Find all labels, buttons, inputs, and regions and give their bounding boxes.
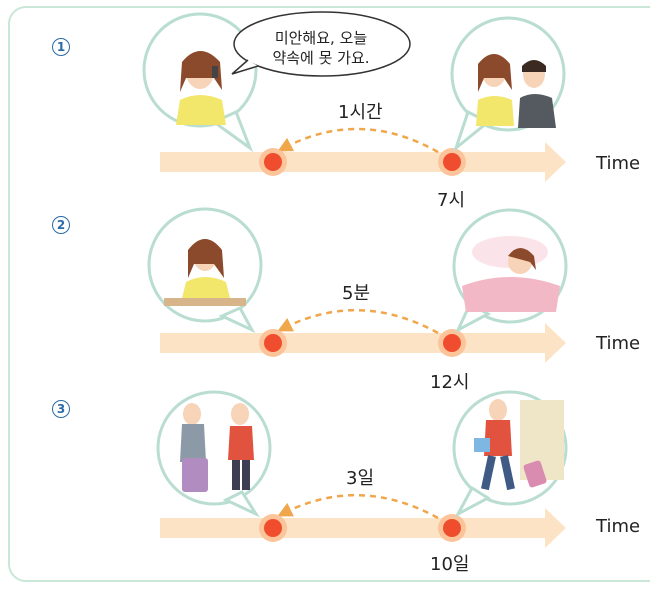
gap-label: 5분: [342, 283, 371, 304]
time-arrow: [160, 323, 566, 363]
gap-label: 1시간: [338, 102, 383, 123]
item-number: 3: [52, 400, 70, 418]
timeline-row-3: [156, 390, 568, 548]
time-arrow: [160, 508, 566, 548]
couple-meeting-illustration: [450, 16, 566, 153]
gap-label: 3일: [346, 468, 375, 489]
woman-waiting-illustration: [147, 207, 263, 334]
dashed-arrow: [277, 308, 439, 335]
dashed-arrow: [277, 127, 439, 154]
timeline-row-2: [147, 207, 568, 363]
dashed-arrow: [277, 493, 439, 520]
axis-label: Time: [596, 153, 641, 174]
item-number: 1: [52, 38, 70, 56]
friends-farewell-illustration: [156, 390, 272, 518]
speech-line-2: 약속에 못 가요.: [272, 49, 370, 67]
boy-leaving-with-suitcase-illustration: [452, 390, 568, 518]
woman-sleeping-illustration: [452, 208, 568, 334]
point-label: 10일: [430, 554, 470, 575]
time-arrow: [160, 142, 566, 182]
timeline-row-1: [142, 11, 566, 182]
speech-line-1: 미안해요, 오늘: [274, 29, 368, 47]
point-label: 12시: [430, 372, 470, 393]
point-label: 7시: [437, 190, 466, 211]
axis-label: Time: [596, 516, 641, 537]
speech-text: 미안해요, 오늘 약속에 못 가요.: [232, 14, 410, 76]
item-number: 2: [52, 216, 70, 234]
woman-on-phone-illustration: [142, 12, 258, 153]
speech-bubble: [231, 11, 411, 77]
axis-label: Time: [596, 333, 641, 354]
